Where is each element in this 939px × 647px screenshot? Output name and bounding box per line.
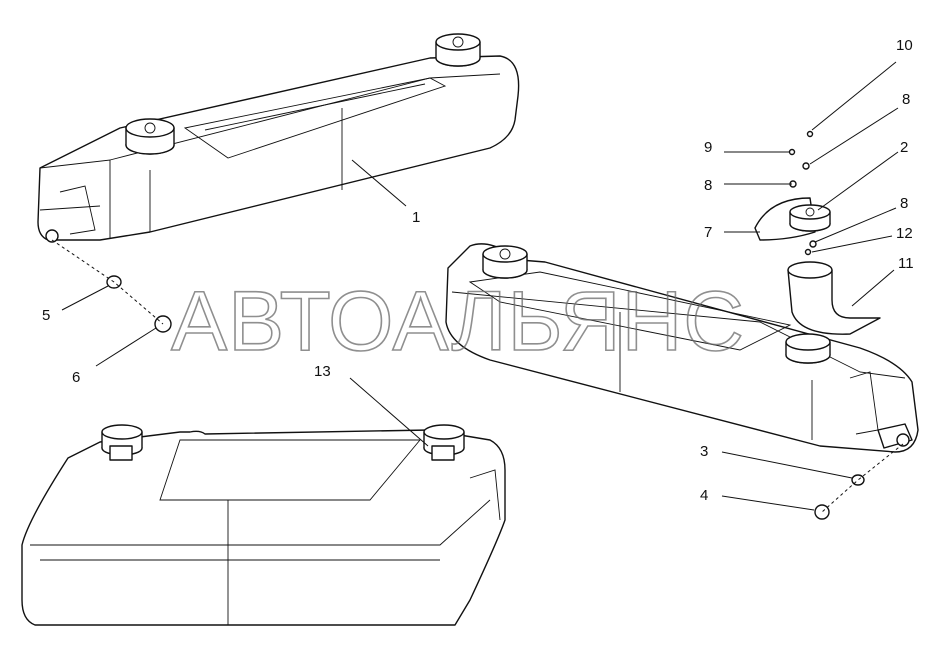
washer-8c [809, 240, 817, 248]
filler-cap-a2 [435, 33, 481, 67]
callout-11: 11 [898, 255, 914, 272]
callout-8c: 8 [900, 195, 908, 212]
tank-lower-left [21, 424, 506, 626]
nut-12 [804, 248, 812, 256]
washer-8a [802, 162, 810, 170]
drain-plug-4 [814, 504, 830, 520]
filler-cap-b [482, 245, 528, 279]
callout-4: 4 [700, 487, 708, 504]
screw-9 [788, 148, 796, 156]
filler-neck-b [785, 333, 831, 364]
screw-10 [806, 130, 814, 138]
filler-hose-assembly [754, 130, 881, 520]
watermark: АВТОАЛЬЯНС [171, 274, 745, 368]
callout-5: 5 [42, 307, 50, 324]
callout-labels: 1 2 3 4 5 6 7 8 8 8 9 10 11 12 13 [42, 37, 914, 504]
filler-cap-a1 [125, 118, 175, 155]
callout-1: 1 [412, 209, 420, 226]
leader-lines [61, 61, 899, 511]
filler-cap-c2 [423, 424, 465, 461]
callout-6: 6 [72, 369, 80, 386]
callout-7: 7 [704, 224, 712, 241]
filler-pipe [787, 269, 881, 335]
callout-3: 3 [700, 443, 708, 460]
drain-plug-b [896, 433, 910, 447]
callout-10: 10 [896, 37, 913, 54]
callout-12: 12 [896, 225, 913, 242]
callout-13: 13 [314, 363, 331, 380]
filler-cap-c1 [101, 424, 143, 461]
seal-ring-3 [851, 474, 865, 486]
assembly-line-right [821, 443, 904, 513]
callout-8a: 8 [902, 91, 910, 108]
callout-9: 9 [704, 139, 712, 156]
tank-upper-left [37, 33, 520, 243]
callout-2: 2 [900, 139, 908, 156]
callout-8b: 8 [704, 177, 712, 194]
drain-plug-a [45, 229, 59, 243]
tank-right [445, 243, 919, 453]
assembly-line-left [51, 239, 164, 325]
